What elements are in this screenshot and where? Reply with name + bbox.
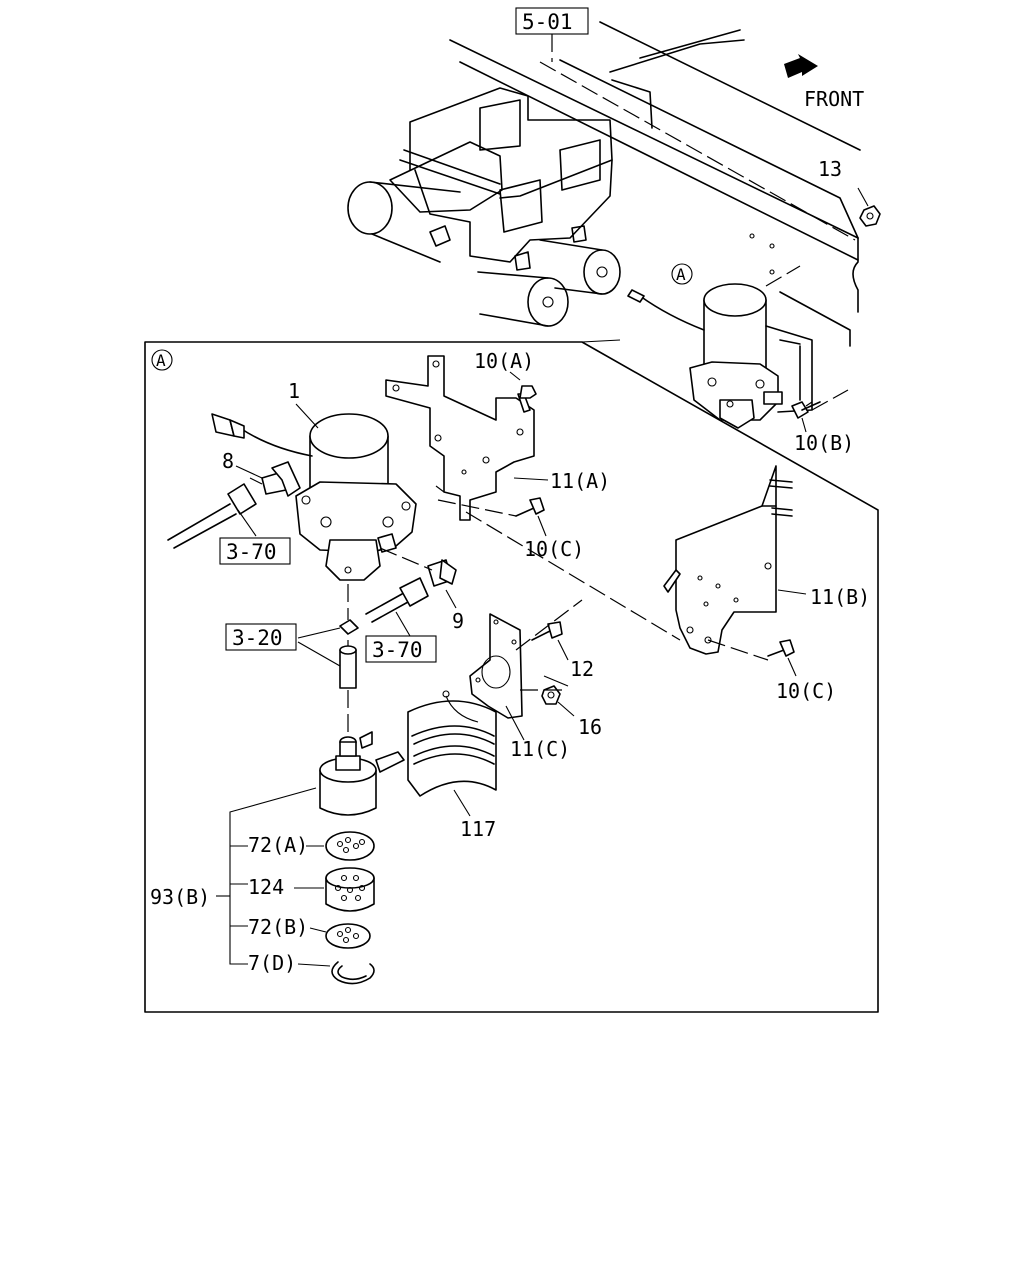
air-tank-group xyxy=(347,87,621,327)
callout-10c-upper: 10(C) xyxy=(524,537,584,561)
ref-5-01-label: 5-01 xyxy=(522,10,573,34)
ref-3-20-label: 3-20 xyxy=(232,626,283,650)
callout-13: 13 xyxy=(818,157,842,181)
callout-16: 16 xyxy=(578,715,602,739)
callout-10b: 10(B) xyxy=(794,431,854,455)
nut-13 xyxy=(857,187,881,227)
ref-box-5-01 xyxy=(515,7,589,35)
hose-left xyxy=(167,483,257,549)
filter-disc-72a xyxy=(325,831,375,861)
bolt-10a xyxy=(509,371,537,413)
elbow-fitting-8 xyxy=(249,461,301,497)
view-marker-detail: A xyxy=(156,351,166,370)
callout-93b: 93(B) xyxy=(150,885,210,909)
bolt-10b xyxy=(791,401,821,433)
bracket-11b xyxy=(663,465,807,655)
view-marker-detail-circle xyxy=(151,349,173,371)
fitting-3-20 xyxy=(297,619,359,689)
ref-3-70-left-label: 3-70 xyxy=(226,540,277,564)
cartridge-housing xyxy=(319,731,405,816)
callout-8: 8 xyxy=(222,449,234,473)
callout-11b: 11(B) xyxy=(810,585,870,609)
callout-1: 1 xyxy=(288,379,300,403)
bracket-11c xyxy=(469,613,525,741)
wire-harness xyxy=(211,413,313,457)
heat-shield-117 xyxy=(407,690,497,817)
front-arrow-icon xyxy=(784,54,818,78)
callout-7d: 7(D) xyxy=(248,951,296,975)
air-dryer-1 xyxy=(295,413,417,581)
bolt-10c-upper xyxy=(515,497,547,537)
bracket-11a xyxy=(385,355,535,521)
ref-3-70-right-label: 3-70 xyxy=(372,638,423,662)
view-marker-upper: A xyxy=(676,265,686,284)
callout-72b: 72(B) xyxy=(248,915,308,939)
front-label: FRONT xyxy=(804,87,864,111)
callout-12: 12 xyxy=(570,657,594,681)
installed-air-dryer xyxy=(627,263,849,429)
ref-box-3-70-left xyxy=(219,537,291,565)
detail-view-frame xyxy=(144,341,879,1013)
ref-box-3-20 xyxy=(225,623,297,651)
ref-box-3-70-right xyxy=(365,635,437,663)
callout-11c: 11(C) xyxy=(510,737,570,761)
callout-10c-lower: 10(C) xyxy=(776,679,836,703)
callout-124: 124 xyxy=(248,875,284,899)
snap-ring-7d xyxy=(331,961,375,985)
callout-72a: 72(A) xyxy=(248,833,308,857)
callout-10a: 10(A) xyxy=(474,349,534,373)
filter-disc-72b xyxy=(325,923,371,949)
callout-9: 9 xyxy=(452,609,464,633)
callout-117: 117 xyxy=(460,817,496,841)
callout-11a: 11(A) xyxy=(550,469,610,493)
filter-element-124 xyxy=(325,867,375,912)
bolt-12 xyxy=(531,621,569,661)
elbow-fitting-9 xyxy=(427,559,457,609)
bolt-10c-lower xyxy=(767,639,797,677)
hose-right xyxy=(365,577,429,637)
